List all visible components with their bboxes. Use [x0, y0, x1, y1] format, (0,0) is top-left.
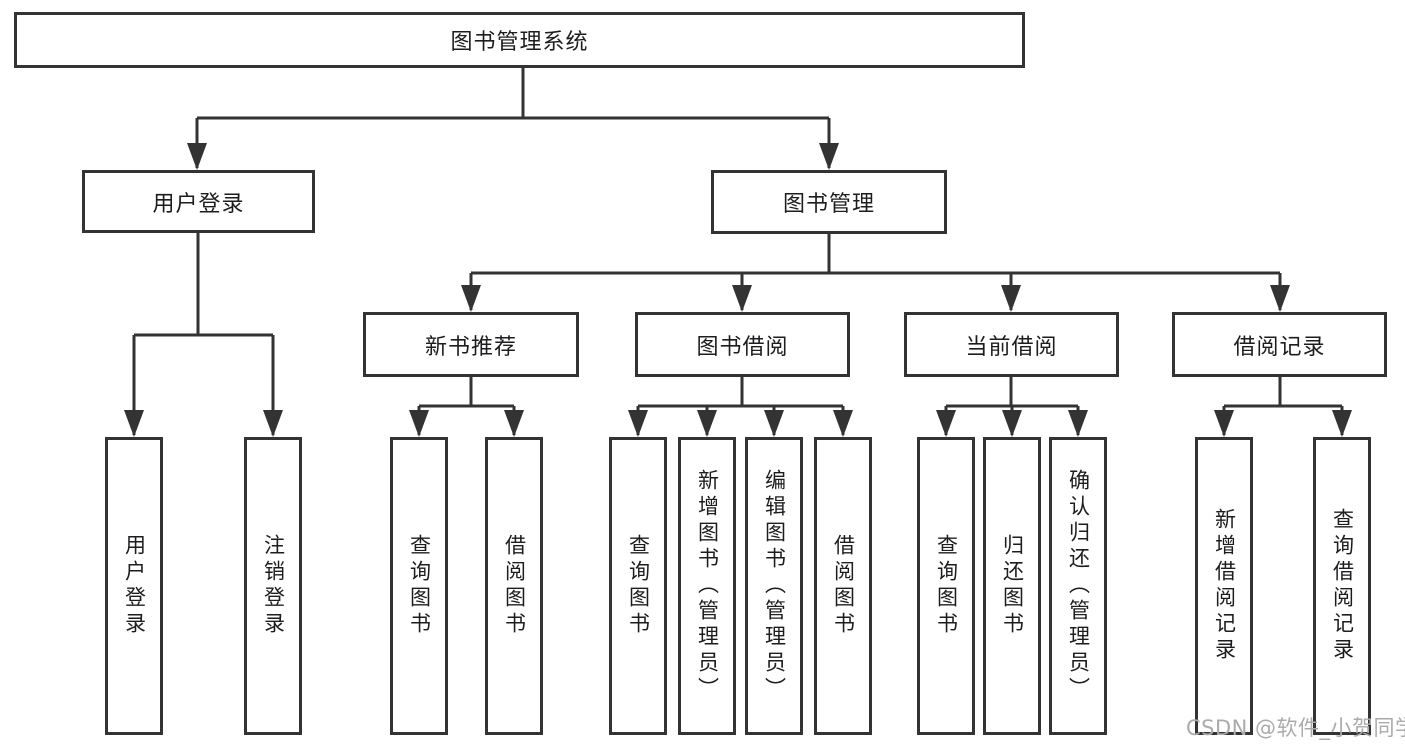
leaf-label: 借阅图书 [502, 534, 527, 638]
leaf-confirm-return-admin: 确认归还（管理员） [1049, 437, 1107, 735]
leaf-label: 新增借阅记录 [1212, 508, 1237, 664]
leaf-borrow-book: 借阅图书 [814, 437, 872, 735]
leaf-query-book-borrow: 查询图书 [609, 437, 667, 735]
leaf-label: 用户登录 [122, 534, 147, 638]
node-label: 图书管理系统 [450, 30, 589, 55]
leaf-label: 归还图书 [1000, 534, 1025, 638]
leaf-user-login: 用户登录 [105, 437, 163, 735]
leaf-label: 注销登录 [261, 534, 286, 638]
leaf-edit-book-admin: 编辑图书（管理员） [745, 437, 803, 735]
leaf-query-borrow-record: 查询借阅记录 [1313, 437, 1371, 735]
leaf-label: 查询图书 [934, 534, 959, 638]
leaf-label: 查询图书 [407, 534, 432, 638]
leaf-query-book-recommend: 查询图书 [390, 437, 448, 735]
node-book-management: 图书管理 [711, 170, 947, 234]
leaf-label: 查询借阅记录 [1330, 508, 1355, 664]
leaf-add-borrow-record: 新增借阅记录 [1195, 437, 1253, 735]
node-new-book-recommend: 新书推荐 [363, 312, 579, 377]
node-book-borrow: 图书借阅 [635, 312, 850, 377]
leaf-label: 编辑图书（管理员） [762, 469, 787, 703]
leaf-logout-login: 注销登录 [244, 437, 302, 735]
leaf-add-book-admin: 新增图书（管理员） [678, 437, 736, 735]
leaf-query-book-current: 查询图书 [917, 437, 975, 735]
leaf-label: 借阅图书 [831, 534, 856, 638]
node-borrow-record: 借阅记录 [1172, 312, 1387, 377]
node-label: 借阅记录 [1233, 334, 1326, 360]
csdn-watermark: CSDN @软件_小贺同学 [1186, 716, 1405, 740]
node-label: 新书推荐 [424, 334, 517, 360]
node-current-borrow: 当前借阅 [904, 312, 1119, 377]
node-label: 用户登录 [152, 191, 245, 217]
node-root-system: 图书管理系统 [14, 12, 1025, 68]
node-label: 当前借阅 [965, 334, 1058, 360]
leaf-borrow-book-recommend: 借阅图书 [485, 437, 543, 735]
leaf-label: 确认归还（管理员） [1066, 469, 1091, 703]
node-user-login: 用户登录 [82, 170, 315, 233]
node-label: 图书管理 [782, 192, 875, 217]
leaf-label: 新增图书（管理员） [695, 469, 720, 703]
leaf-return-book: 归还图书 [983, 437, 1041, 735]
leaf-label: 查询图书 [626, 534, 651, 638]
node-label: 图书借阅 [696, 334, 789, 360]
